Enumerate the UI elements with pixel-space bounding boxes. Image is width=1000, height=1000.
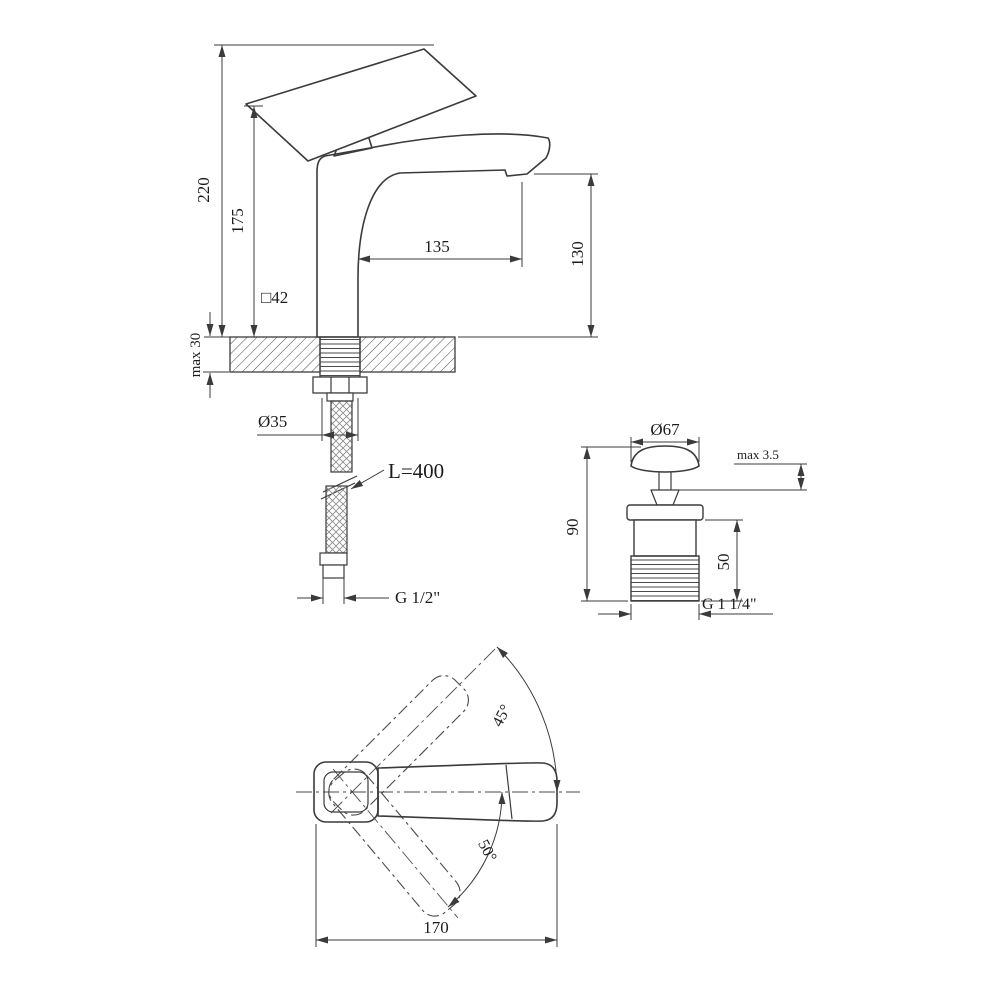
base-inner-detail [323,771,369,813]
faucet-body-outline [316,133,551,338]
hose-end-fitting [319,552,348,566]
faucet-side-view: 220 175 135 130 □42 max 30 Ø35 L=400 [188,44,598,607]
drain-body [633,519,697,557]
handle-top-view: 45° 50° 170 [296,646,580,947]
dim-label-length: 170 [423,918,449,937]
drain-flange [626,504,704,521]
dim-label-cap-diameter: Ø67 [650,420,680,439]
label-drain-thread: G 1 1/4" [702,596,757,613]
dim-label-edge-gap: max 3.5 [737,447,779,462]
dim-label-mount-thickness: max 30 [188,333,204,378]
label-base-square: □42 [261,288,288,307]
shank-thread [319,336,361,378]
flex-hose-lower [325,485,348,554]
drain-thread [630,555,700,602]
countertop-section-left [229,336,321,373]
label-hose-length: L=400 [388,459,444,483]
dim-label-thread-length: 50 [714,554,733,571]
drain-washer [650,489,680,506]
label-inlet-thread: G 1/2" [395,588,440,607]
dim-label-hole-diameter: Ø35 [258,412,287,431]
flex-hose-upper [330,400,353,473]
lever-handle [245,48,477,162]
drain-valve-view: Ø67 max 3.5 90 50 G 1 1/4" [563,420,807,620]
drain-cap [630,445,700,473]
locknut [312,376,368,394]
dim-label-drain-height: 90 [563,519,582,536]
dim-label-swing-up: 45° [489,702,515,730]
centerline-swing-down [332,768,459,919]
dim-label-spout-reach: 135 [424,237,450,256]
hose-adapter [326,392,354,402]
dim-label-swing-down: 50° [474,837,500,865]
countertop-section-right [359,336,456,373]
arc-50 [447,791,506,908]
centerline-swing-up [330,646,498,814]
arc-45 [496,646,561,793]
dim-label-body-height: 175 [228,208,247,234]
hose-end-nut [322,564,345,579]
dim-label-total-height: 220 [194,177,213,203]
dim-label-spout-height: 130 [568,241,587,267]
